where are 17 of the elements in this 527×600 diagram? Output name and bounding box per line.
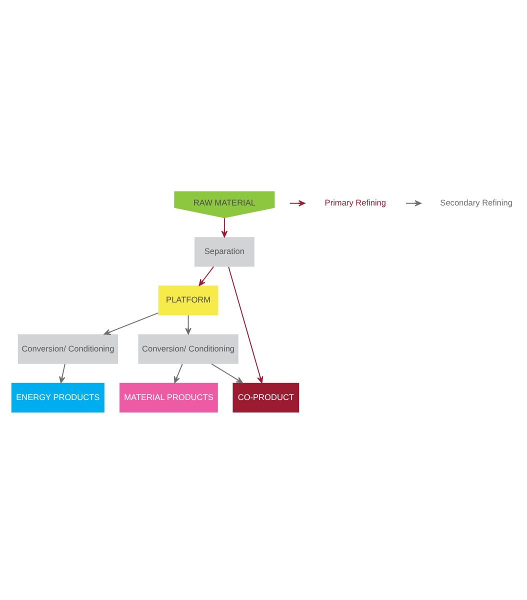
node-box: Separation: [194, 236, 254, 266]
arrow: [220, 217, 228, 237]
arrow: [173, 362, 182, 383]
arrow: [228, 266, 263, 383]
node-box: PLATFORM: [158, 285, 218, 315]
arrow: [210, 362, 242, 383]
arrow: [103, 312, 158, 334]
node-box: CO-PRODUCT: [232, 382, 299, 412]
node-box: MATERIAL PRODUCTS: [119, 382, 218, 412]
arrow: [184, 314, 191, 334]
legend-label: Secondary Refining: [440, 196, 512, 207]
node-box: ENERGY PRODUCTS: [10, 382, 104, 412]
node-box: Conversion/ Conditioning: [138, 334, 238, 364]
arrow: [58, 362, 65, 383]
arrow: [198, 266, 214, 286]
node-box: Conversion/ Conditioning: [17, 334, 118, 364]
legend-label: Primary Refining: [324, 196, 386, 207]
